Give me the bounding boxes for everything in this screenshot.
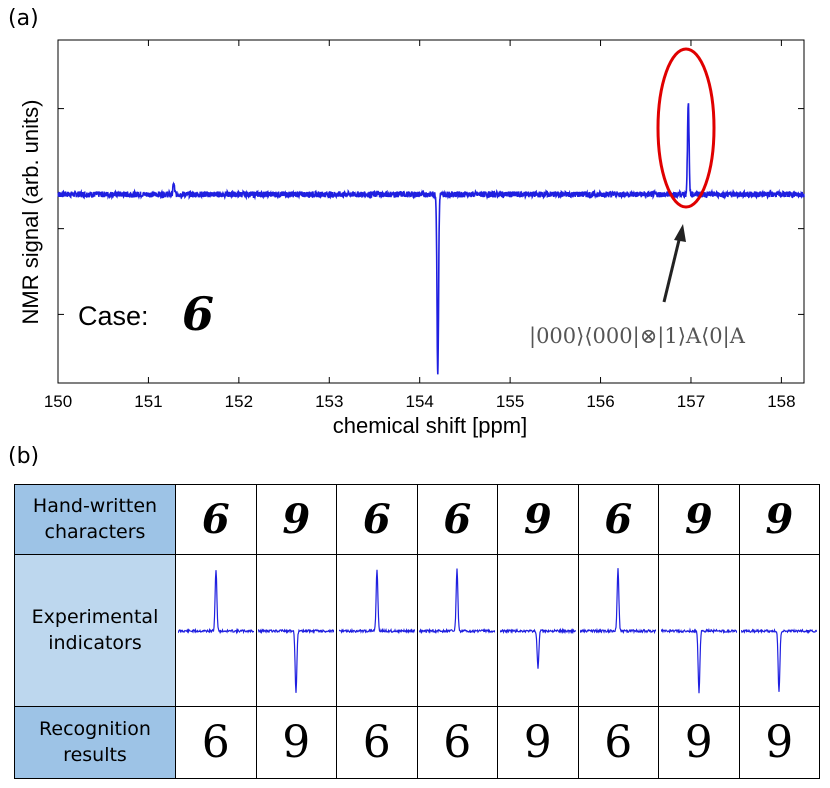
indicator-cell	[336, 554, 418, 707]
result-digit: 9	[738, 706, 820, 779]
indicator-cell	[255, 554, 337, 707]
annotation-arrow	[662, 235, 682, 303]
handwritten-char: 6	[416, 484, 498, 555]
panel-b-label: (b)	[8, 444, 40, 469]
result-digit: 6	[416, 706, 498, 779]
handwritten-char: 6	[577, 484, 659, 555]
handwritten-char: 9	[658, 484, 740, 555]
annotation-label: |000⟩⟨000|⊗|1⟩A⟨0|A	[529, 324, 746, 349]
indicator-plot	[419, 567, 496, 634]
result-digit: 6	[336, 706, 418, 779]
x-tick-label: 150	[44, 392, 72, 411]
case-label: Case:	[78, 301, 149, 331]
x-tick-label: 151	[134, 392, 162, 411]
indicator-cell	[658, 554, 740, 707]
axis-ticks: 150 151 152 153 154 155 156 157 158	[44, 40, 804, 411]
handwritten-char: 9	[497, 484, 579, 555]
indicator-plot	[660, 626, 737, 693]
nmr-spectrum-chart: 150 151 152 153 154 155 156 157 158 chemical shi…	[18, 39, 805, 438]
indicator-plot	[338, 569, 415, 634]
indicator-plot	[580, 567, 657, 634]
indicator-plot	[177, 569, 254, 635]
case-digit: 6	[182, 287, 214, 341]
x-tick-label: 158	[767, 392, 795, 411]
recognition-table: Hand-written characters 6 9 6 6 9 6 9 9 …	[14, 484, 820, 779]
row-header-results: Recognition results	[14, 706, 176, 779]
handwritten-char: 9	[738, 484, 820, 555]
panel-a-label: (a)	[8, 6, 39, 31]
x-tick-label: 157	[677, 392, 705, 411]
annotation-arrowhead	[674, 224, 686, 242]
indicator-trace	[258, 627, 335, 693]
indicator-trace	[338, 569, 415, 634]
result-digit: 9	[658, 706, 740, 779]
indicators-row: Experimental indicators	[14, 554, 820, 707]
x-tick-label: 153	[315, 392, 343, 411]
handwritten-char: 6	[175, 484, 257, 555]
result-digit: 9	[497, 706, 579, 779]
indicator-trace	[419, 567, 496, 634]
indicator-trace	[741, 627, 818, 692]
result-digit: 6	[175, 706, 257, 779]
indicator-cell	[175, 554, 257, 707]
indicator-cell	[577, 554, 659, 707]
row-header-handwritten: Hand-written characters	[14, 484, 176, 555]
result-digit: 6	[577, 706, 659, 779]
results-row: Recognition results 6 9 6 6 9 6 9 9	[14, 706, 820, 779]
result-digit: 9	[255, 706, 337, 779]
x-tick-label: 154	[406, 392, 434, 411]
indicator-plot	[741, 627, 818, 692]
indicator-cell	[497, 554, 579, 707]
handwritten-char: 6	[336, 484, 418, 555]
x-tick-label: 152	[225, 392, 253, 411]
plot-frame	[57, 39, 805, 384]
indicator-cell	[738, 554, 820, 707]
x-axis-title: chemical shift [ppm]	[333, 413, 527, 438]
indicator-plot	[258, 627, 335, 693]
indicator-trace	[580, 567, 657, 634]
handwritten-row: Hand-written characters 6 9 6 6 9 6 9 9	[14, 484, 820, 555]
spectrum-line	[57, 103, 805, 375]
row-header-indicators: Experimental indicators	[14, 554, 176, 707]
indicator-trace	[177, 569, 254, 635]
x-tick-label: 156	[586, 392, 614, 411]
indicator-trace	[660, 626, 737, 693]
highlight-ellipse	[656, 47, 716, 209]
x-tick-label: 155	[496, 392, 524, 411]
handwritten-char: 9	[255, 484, 337, 555]
indicator-plot	[499, 627, 576, 669]
indicator-trace	[499, 627, 576, 669]
indicator-cell	[416, 554, 498, 707]
y-axis-title: NMR signal (arb. units)	[18, 100, 43, 325]
